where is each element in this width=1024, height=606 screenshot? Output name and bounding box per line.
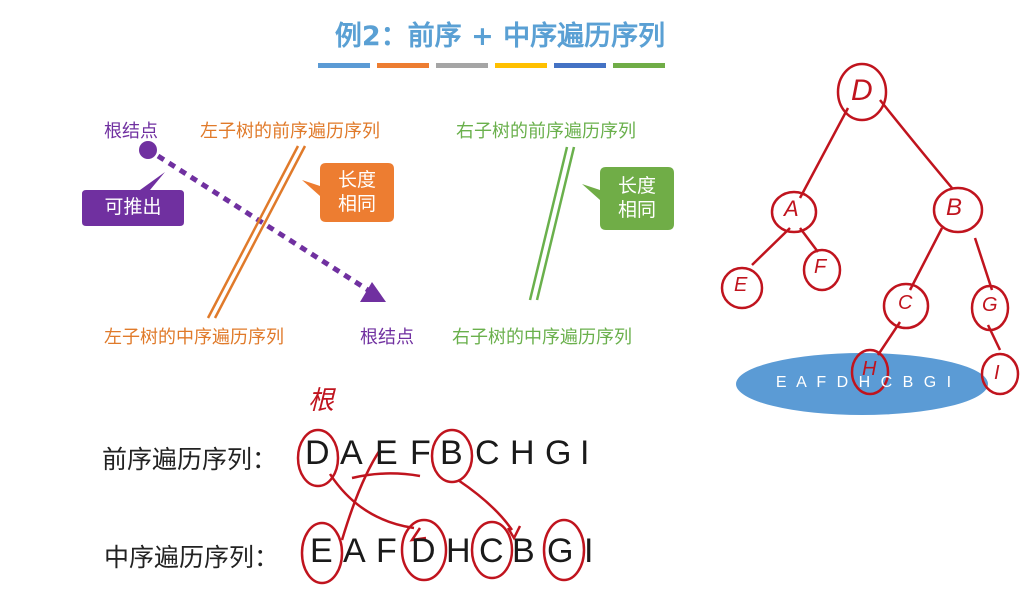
inorder-letter: F: [376, 532, 397, 570]
color-bar-segment: [495, 63, 547, 68]
tree-node: C: [898, 292, 913, 314]
tree-node-circle: [850, 348, 890, 396]
tree-node-circle: [932, 186, 984, 234]
preorder-letter: I: [580, 434, 590, 472]
inorder-letter: G: [547, 532, 574, 570]
ellipse-inorder-text: E A F D H C B G I: [775, 374, 955, 391]
preorder-letter: E: [375, 434, 398, 472]
callout-line: 长度: [617, 175, 656, 197]
same-length-callout-left-shape: [302, 163, 394, 222]
tree-node-circle: [802, 248, 842, 292]
preorder-letter: D: [305, 434, 330, 472]
left-subtree-length-link: [206, 145, 307, 319]
same-length-callout-right: 长度 相同: [600, 174, 674, 222]
preorder-letter: F: [410, 434, 431, 472]
preorder-letter: H: [510, 434, 535, 472]
tree-node-circle: [882, 282, 930, 330]
tree-node: H: [862, 358, 877, 380]
preorder-label: 前序遍历序列：: [102, 445, 278, 474]
same-length-callout-right-shape: [582, 167, 674, 230]
inorder-letter: C: [479, 532, 504, 570]
tree-node-circle: [970, 284, 1010, 332]
inorder-letter: B: [512, 532, 535, 570]
preorder-letter: G: [545, 434, 572, 472]
color-bar-segment: [377, 63, 429, 68]
color-bar-segment: [318, 63, 370, 68]
root-mapping-arrow: [139, 141, 386, 302]
left-inorder-label: 左子树的中序遍历序列: [104, 327, 284, 348]
tree-node: B: [946, 194, 963, 221]
inorder-label: 中序遍历序列：: [104, 543, 280, 572]
left-preorder-label: 左子树的前序遍历序列: [200, 121, 380, 142]
tree-node-circle: [720, 266, 764, 310]
same-length-callout-left: 长度 相同: [320, 168, 394, 216]
callout-line: 相同: [337, 193, 376, 215]
preorder-letter: B: [440, 434, 463, 472]
tree-node-root: D: [851, 74, 873, 107]
inorder-letter: D: [411, 532, 436, 570]
callout-line: 相同: [617, 199, 656, 221]
tree-node: E: [734, 274, 748, 296]
right-preorder-label: 右子树的前序遍历序列: [456, 121, 636, 142]
tree-node: G: [982, 294, 998, 316]
deducible-callout-shape: [82, 172, 184, 226]
tree-node: I: [994, 362, 1000, 384]
tree-node-circle: [980, 352, 1020, 396]
inorder-letter: A: [343, 532, 366, 570]
preorder-letter: A: [340, 434, 363, 472]
color-bar-segment: [436, 63, 488, 68]
color-bar-segment: [613, 63, 665, 68]
root-label-bottom: 根结点: [360, 327, 414, 348]
handwritten-tree: [296, 62, 1020, 585]
callout-line: 长度: [337, 169, 376, 191]
right-inorder-label: 右子树的中序遍历序列: [452, 327, 632, 348]
tree-node-circle: [770, 190, 818, 234]
inorder-letter: H: [446, 532, 471, 570]
inorder-letter: E: [310, 532, 333, 570]
right-subtree-length-link: [528, 146, 576, 301]
slide-title: 例2：前序 + 中序遍历序列: [334, 21, 666, 52]
root-label-top: 根结点: [104, 121, 158, 142]
tree-node-circle: [836, 62, 888, 122]
preorder-letter: C: [475, 434, 500, 472]
deducible-callout-text: 可推出: [104, 196, 162, 218]
handwritten-root-note: 根: [308, 386, 335, 416]
inorder-ellipse: [736, 353, 988, 415]
color-bar-segment: [554, 63, 606, 68]
inorder-letter: I: [584, 532, 594, 570]
tree-node: F: [814, 256, 827, 278]
tree-node: A: [784, 196, 799, 221]
